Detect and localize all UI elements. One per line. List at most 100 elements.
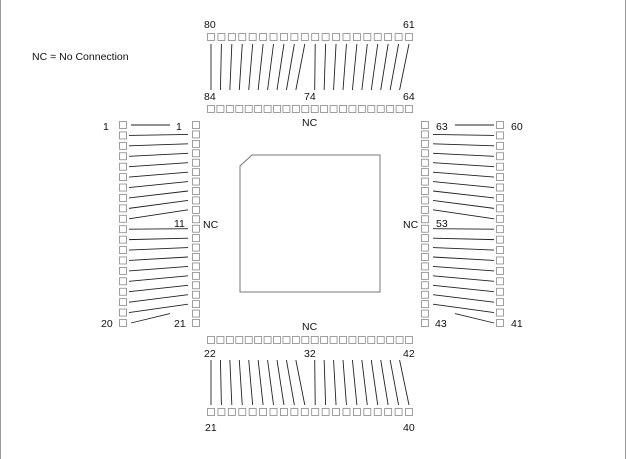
top-lead xyxy=(333,43,337,91)
bottom-outer-pad xyxy=(207,408,215,416)
right-inner-pad xyxy=(421,168,429,177)
left-nc-label: NC xyxy=(203,219,219,231)
bottom-lead xyxy=(389,359,400,406)
top-inner-pad xyxy=(310,105,319,113)
right-outer-pad xyxy=(496,141,504,150)
bottom-lead xyxy=(370,359,379,406)
right-inner-pad xyxy=(421,234,429,243)
bottom-outer-pad xyxy=(280,408,288,416)
bottom-inner-right-label: 42 xyxy=(403,348,415,360)
top-inner-pad xyxy=(254,105,263,113)
top-inner-pad xyxy=(367,105,376,113)
right-inner-pad xyxy=(421,290,429,299)
right-outer-pad xyxy=(496,287,504,296)
right-outer-pad xyxy=(496,214,504,223)
left-outer-pad xyxy=(119,141,127,150)
bottom-inner-pad xyxy=(207,336,215,344)
left-lead xyxy=(128,162,189,168)
bottom-outer-pad xyxy=(217,408,226,416)
bottom-inner-pad xyxy=(310,336,319,344)
bottom-outer-pad xyxy=(311,408,320,416)
lead-group xyxy=(128,43,495,406)
top-outer-pad xyxy=(259,33,268,41)
right-outer-pad xyxy=(496,162,504,171)
left-outer-pad xyxy=(119,214,127,223)
bottom-outer-pad xyxy=(227,408,236,416)
right-lead xyxy=(432,152,495,157)
right-inner-pad xyxy=(421,121,429,129)
top-inner-pad xyxy=(291,105,300,113)
left-lead xyxy=(128,284,189,293)
left-inner-pad xyxy=(192,196,200,205)
bottom-lead xyxy=(333,359,337,406)
top-inner-pad xyxy=(301,105,310,113)
right-inner-pad xyxy=(421,205,429,214)
top-inner-pad xyxy=(405,105,413,113)
top-outer-pad xyxy=(373,33,382,41)
left-inner-pad xyxy=(192,243,200,252)
right-outer-top-label: 60 xyxy=(511,121,523,133)
right-outer-pad xyxy=(496,319,504,327)
top-outer-pad xyxy=(342,33,351,41)
left-lead xyxy=(128,181,189,188)
bottom-lead xyxy=(399,359,410,406)
top-lead xyxy=(229,43,233,91)
right-outer-pad xyxy=(496,131,504,140)
left-outer-pad xyxy=(119,131,127,140)
bottom-outer-pad xyxy=(321,408,330,416)
bottom-inner-pad xyxy=(301,336,310,344)
right-lead xyxy=(454,313,495,324)
left-lead xyxy=(128,256,189,261)
top-outer-pad xyxy=(280,33,288,41)
left-outer-pad xyxy=(119,266,127,275)
top-outer-pad xyxy=(321,33,330,41)
top-lead xyxy=(248,43,254,91)
left-lead xyxy=(128,275,189,282)
right-lead xyxy=(432,133,495,136)
top-outer-pad xyxy=(217,33,226,41)
top-lead xyxy=(257,43,264,91)
bottom-lead xyxy=(229,359,233,406)
right-outer-pad xyxy=(496,298,504,307)
left-outer-pad xyxy=(119,162,127,171)
left-outer-pad xyxy=(119,319,127,327)
bottom-outer-pad xyxy=(300,408,309,416)
top-lead xyxy=(238,43,243,91)
right-inner-pad xyxy=(421,309,429,318)
left-outer-bottom-label: 20 xyxy=(101,318,113,330)
top-inner-pad xyxy=(348,105,357,113)
left-inner-pad xyxy=(192,309,200,318)
right-lead xyxy=(432,265,495,272)
right-inner-mid-label: 53 xyxy=(436,218,448,230)
bottom-outer-pad xyxy=(363,408,372,416)
bottom-outer-pad xyxy=(352,408,361,416)
left-inner-pad xyxy=(192,234,200,243)
top-inner-pad xyxy=(339,105,347,113)
right-inner-pad xyxy=(421,224,429,233)
bottom-inner-pad xyxy=(244,336,253,344)
top-outer-pad xyxy=(394,33,403,41)
left-inner-pad xyxy=(192,205,200,214)
left-lead xyxy=(128,190,189,199)
right-inner-pad xyxy=(421,243,429,252)
top-lead xyxy=(361,43,368,91)
bottom-lead xyxy=(219,359,222,406)
bottom-lead xyxy=(285,359,295,406)
bottom-inner-pad xyxy=(320,336,329,344)
right-lead xyxy=(432,171,495,178)
top-inner-pad xyxy=(357,105,366,113)
bottom-outer-pad xyxy=(290,408,299,416)
right-inner-pad xyxy=(421,253,429,261)
right-inner-pad xyxy=(421,196,429,205)
right-outer-pad xyxy=(496,121,504,129)
left-inner-pad xyxy=(192,319,200,327)
left-outer-pad xyxy=(119,235,127,244)
left-lead xyxy=(128,143,189,147)
left-inner-pad xyxy=(192,281,200,290)
bottom-inner-pad xyxy=(395,336,404,344)
bottom-outer-pad xyxy=(269,408,278,416)
left-outer-pad xyxy=(119,277,127,286)
right-inner-pad xyxy=(421,177,429,186)
